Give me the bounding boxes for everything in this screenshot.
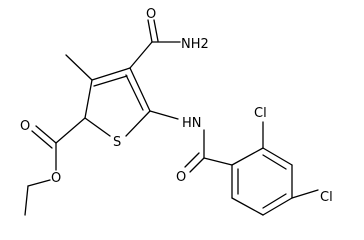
bond-methyl xyxy=(65,54,93,81)
bond-carbonyl-c-ring xyxy=(203,157,233,166)
bond-carbonyl-c-o-double xyxy=(184,152,200,168)
bond-c2-s xyxy=(84,117,111,137)
cl-ortho-label: Cl xyxy=(254,106,267,121)
atom-labels: NH2 O S HN O O O Cl Cl xyxy=(20,7,333,205)
bond-ar4-ar5 xyxy=(262,197,293,216)
bond-c5-s xyxy=(125,110,151,137)
bond-c5-nh xyxy=(149,110,179,120)
bond-ar2-ar3 xyxy=(262,147,293,166)
bond-ar-inner-b xyxy=(262,193,287,209)
bond-ester-c-o-carbonyl-double xyxy=(31,130,53,149)
bond-c4-amide-c xyxy=(129,41,153,69)
molecule-structure: NH2 O S HN O O O Cl Cl xyxy=(20,7,333,216)
ester-ether-o-label: O xyxy=(51,171,61,186)
bond-amide-c-o-double xyxy=(153,19,159,42)
amide-nh2-label: NH2 xyxy=(181,37,209,52)
amide-o-label: O xyxy=(146,7,156,22)
bond-c2-ester-c xyxy=(55,117,86,144)
bond-lines xyxy=(24,19,319,216)
bond-c3-c4 xyxy=(91,67,131,81)
bond-c4-c5 xyxy=(129,67,151,112)
bond-ether-o-ch2 xyxy=(27,179,51,187)
bond-c5-c4-double xyxy=(125,74,144,111)
bond-c3-c2 xyxy=(84,79,93,119)
bond-ar-inner-a xyxy=(262,154,287,170)
bond-ar4-cl xyxy=(291,189,319,199)
bond-ch2-ch3 xyxy=(24,185,29,216)
bond-amide-c-o xyxy=(147,19,153,43)
bond-ester-c-o-carbonyl xyxy=(35,125,57,144)
bond-c3-c4-double xyxy=(93,75,128,87)
benzoyl-o-label: O xyxy=(176,170,186,185)
bond-ar1-ar2 xyxy=(231,147,264,166)
bond-ar5-ar6 xyxy=(231,197,264,216)
bond-carbonyl-c-o xyxy=(189,157,205,173)
ester-carbonyl-o-label: O xyxy=(20,119,30,134)
amide-nh-label: HN xyxy=(182,116,202,131)
cl-para-label: Cl xyxy=(320,190,333,205)
ring-s-label: S xyxy=(113,135,121,150)
